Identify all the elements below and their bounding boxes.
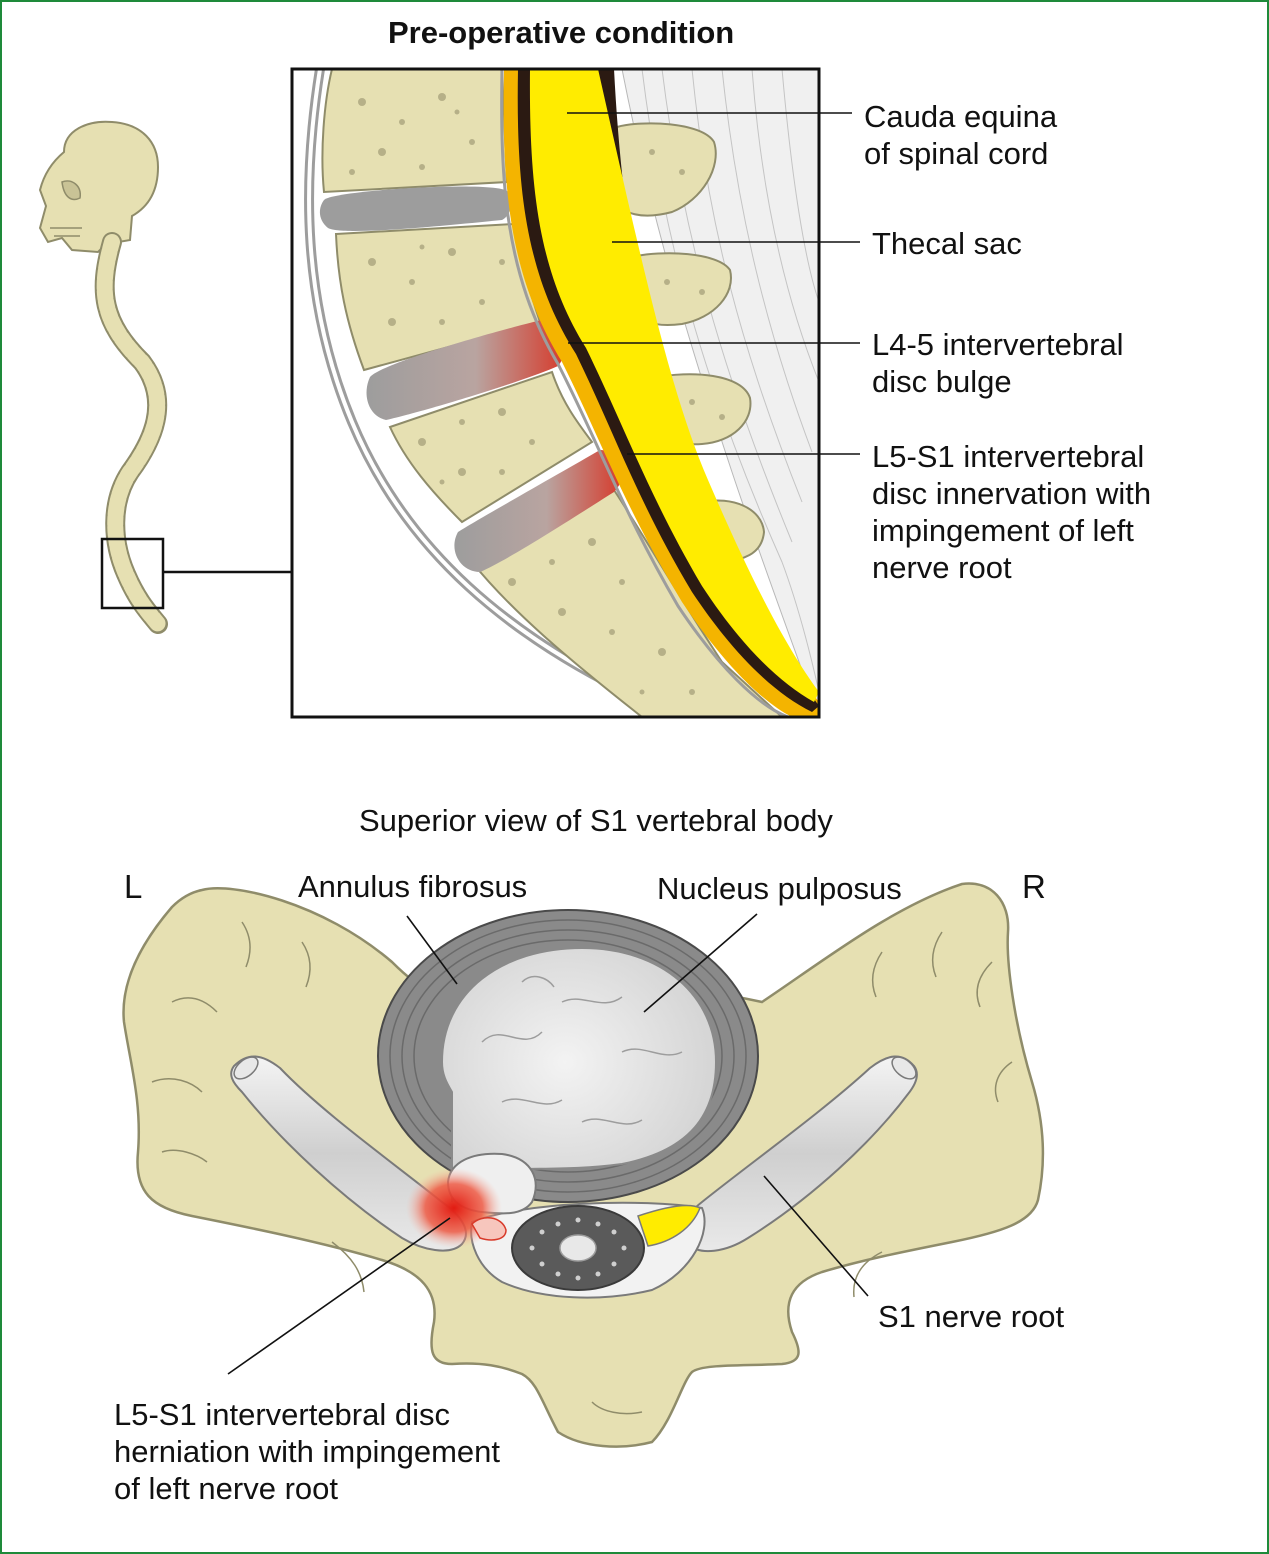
label-cauda-equina: Cauda equina of spinal cord [864,99,1058,171]
label-l5s1-innervation: L5-S1 intervertebral disc innervation wi… [872,439,1152,585]
leader-herniation [227,1217,451,1375]
cauda-equina-shape [529,69,819,702]
vertebra-l4 [388,370,594,524]
skull-icon [38,120,160,254]
s1-root-yellow [637,1204,701,1247]
disc-l2-l3 [319,186,511,231]
top-title: Pre-operative condition [388,15,735,50]
disc-l4-l5-bulge [366,318,565,420]
leader-nucleus [643,913,758,1013]
side-label-right: R [1022,868,1046,905]
inset-border [290,67,821,719]
label-annulus-fibrosus: Annulus fibrosus [298,869,528,904]
label-herniation: L5-S1 intervertebral disc herniation wit… [114,1397,500,1506]
label-l45-bulge: L4-5 intervertebral disc bulge [872,327,1124,399]
skeleton-thumbnail [38,120,292,634]
vertebra-l2 [321,69,509,194]
bottom-title: Superior view of S1 vertebral body [359,803,833,838]
label-nucleus-pulposus: Nucleus pulposus [657,871,902,906]
label-s1-nerve-root: S1 nerve root [878,1299,1065,1334]
vertebra-l5 [470,485,784,717]
disc-l5-s1 [454,450,622,572]
sagittal-inset [292,69,819,717]
label-thecal-sac: Thecal sac [872,226,1022,261]
lumbar-region-box [100,537,165,610]
leader-annulus [406,915,458,985]
leader-s1-root [763,1175,869,1297]
s1-superior-view [122,882,1045,1448]
side-label-left: L [124,868,143,905]
